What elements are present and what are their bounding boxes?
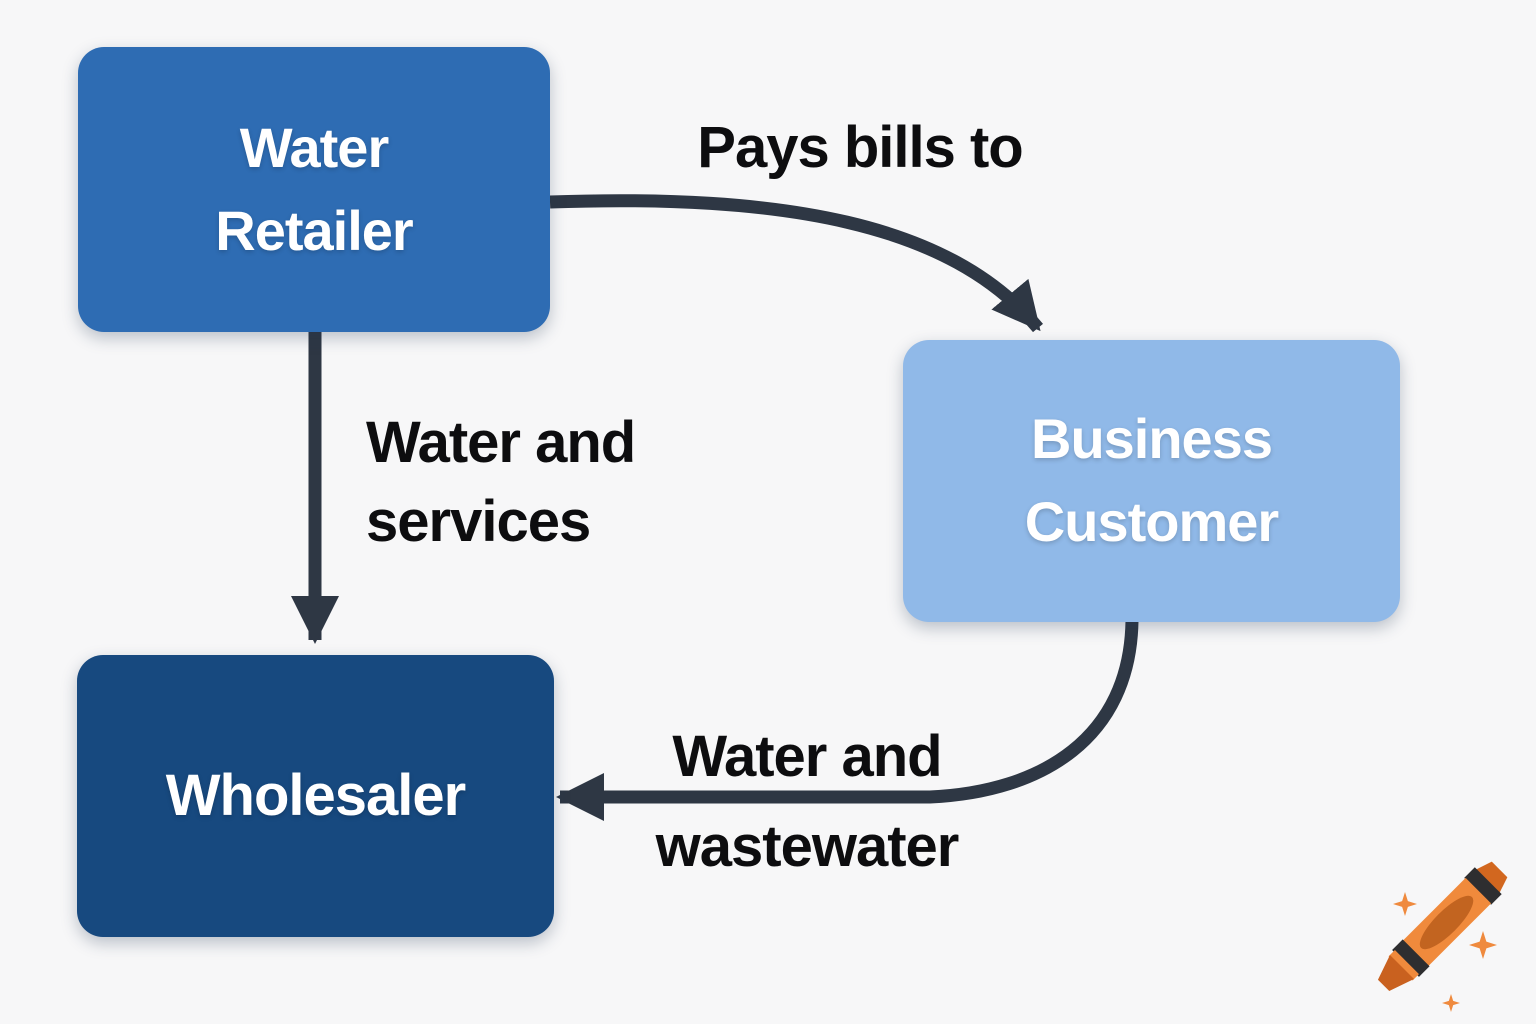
node-label-line: Water (239, 115, 390, 179)
crayon-band (1464, 867, 1502, 905)
crayon-icon (1377, 861, 1508, 1012)
crayon-band (1392, 939, 1430, 977)
edge-label-line: wastewater (655, 813, 960, 879)
edge-label-line: Water and (672, 724, 942, 789)
sparkle-icon (1442, 994, 1460, 1012)
node-label-line: Customer (1024, 490, 1279, 553)
edge-water-and-wastewater-arrow (556, 620, 1139, 821)
edge-label-line: services (366, 488, 591, 554)
crayon-tip (1377, 954, 1415, 992)
node-label-line: Wholesaler (165, 763, 466, 829)
edge-pays-bills-to-arrow (549, 194, 1043, 333)
sparkle-icon (1469, 931, 1497, 959)
edge-label-water-and-services: Water and services (366, 404, 636, 562)
edge-label-line: Water and (366, 410, 636, 475)
node-business-customer: Business Customer (903, 340, 1400, 622)
crayon-label-oval (1419, 895, 1474, 950)
edge-label-pays-bills-to: Pays bills to (650, 110, 1070, 185)
sparkle-icon (1393, 892, 1417, 916)
crayon-shoulder (1388, 950, 1419, 981)
edge-label-water-and-wastewater: Water and wastewater (592, 712, 1022, 892)
node-water-retailer: Water Retailer (78, 47, 550, 332)
node-label-line: Business (1031, 407, 1273, 471)
edge-label-line: Pays bills to (697, 115, 1023, 180)
crayon-back (1474, 861, 1508, 895)
node-wholesaler: Wholesaler (77, 655, 554, 937)
node-label-line: Retailer (215, 198, 413, 262)
